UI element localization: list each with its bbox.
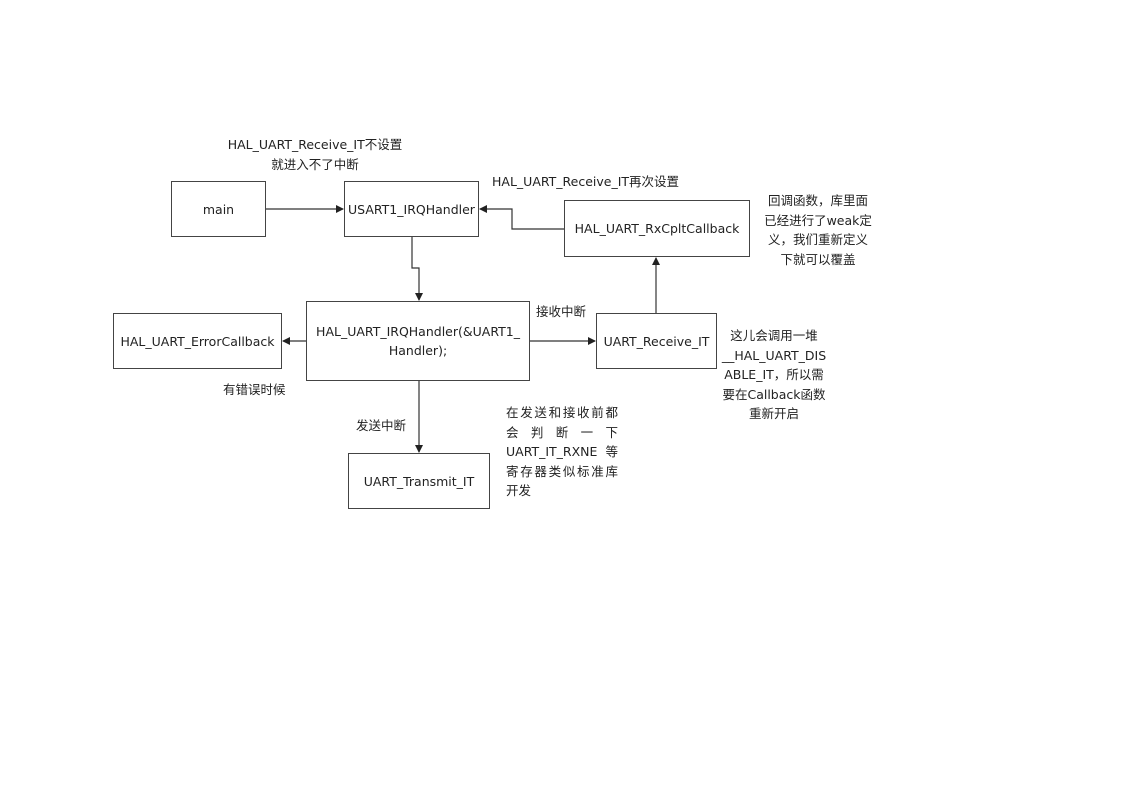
note-line: 寄存器类似标准库 xyxy=(506,463,618,479)
note-line: 会 判 断 一 下 xyxy=(506,424,618,440)
note-line: 下就可以覆盖 xyxy=(780,251,856,267)
label-receive-not-set: HAL_UART_Receive_IT不设置 就进入不了中断 xyxy=(215,135,415,174)
node-usart1-irqhandler: USART1_IRQHandler xyxy=(344,181,479,237)
node-transmit-it: UART_Transmit_IT xyxy=(348,453,490,509)
note-line: ABLE_IT，所以需 xyxy=(724,367,824,382)
label-on-error: 有错误时候 xyxy=(223,382,286,397)
node-receive-label: UART_Receive_IT xyxy=(603,333,710,349)
node-rxcplt-callback: HAL_UART_RxCpltCallback xyxy=(564,200,750,257)
note-line: __HAL_UART_DIS xyxy=(721,347,827,363)
node-halirq-label-1: HAL_UART_IRQHandler(&UART1_ xyxy=(316,324,520,339)
note-line: 义，我们重新定义 xyxy=(767,232,868,247)
node-receive-it: UART_Receive_IT xyxy=(596,313,717,369)
note-line: 回调函数，库里面 xyxy=(767,193,868,208)
label-receive-set-again: HAL_UART_Receive_IT再次设置 xyxy=(492,174,680,189)
node-main: main xyxy=(171,181,266,237)
node-usart1-label: USART1_IRQHandler xyxy=(348,201,475,217)
node-halirq-label-2: Handler); xyxy=(388,343,448,358)
note-line: 重新开启 xyxy=(748,406,799,421)
note-line: 这儿会调用一堆 xyxy=(730,328,818,343)
node-rxcplt-label: HAL_UART_RxCpltCallback xyxy=(574,221,740,236)
note-callback: 回调函数，库里面 已经进行了weak定 义，我们重新定义 下就可以覆盖 xyxy=(758,191,878,269)
note-line: 已经进行了weak定 xyxy=(764,212,872,228)
label-receive-interrupt: 接收中断 xyxy=(536,304,587,319)
note-check: 在发送和接收前都 会 判 断 一 下 UART_IT_RXNE等 寄存器类似标准… xyxy=(506,403,618,501)
note-line: 开发 xyxy=(506,483,532,498)
node-error-label: HAL_UART_ErrorCallback xyxy=(120,333,275,349)
node-error-callback: HAL_UART_ErrorCallback xyxy=(113,313,282,369)
label-line: 就进入不了中断 xyxy=(271,156,359,172)
arrow-rxcplt-to-usart1 xyxy=(479,205,564,230)
node-main-label: main xyxy=(202,201,235,217)
label-line: HAL_UART_Receive_IT不设置 xyxy=(227,137,403,152)
note-line: UART_IT_RXNE等 xyxy=(506,444,618,459)
note-line: 要在Callback函数 xyxy=(722,386,826,402)
node-hal-uart-irqhandler: HAL_UART_IRQHandler(&UART1_ Handler); xyxy=(306,301,530,381)
note-disable: 这儿会调用一堆 __HAL_UART_DIS ABLE_IT，所以需 要在Cal… xyxy=(714,326,834,424)
arrow-usart1-to-halirq xyxy=(411,237,423,301)
note-line: 在发送和接收前都 xyxy=(506,405,618,420)
label-send-interrupt: 发送中断 xyxy=(356,418,407,433)
node-transmit-label: UART_Transmit_IT xyxy=(363,473,475,489)
